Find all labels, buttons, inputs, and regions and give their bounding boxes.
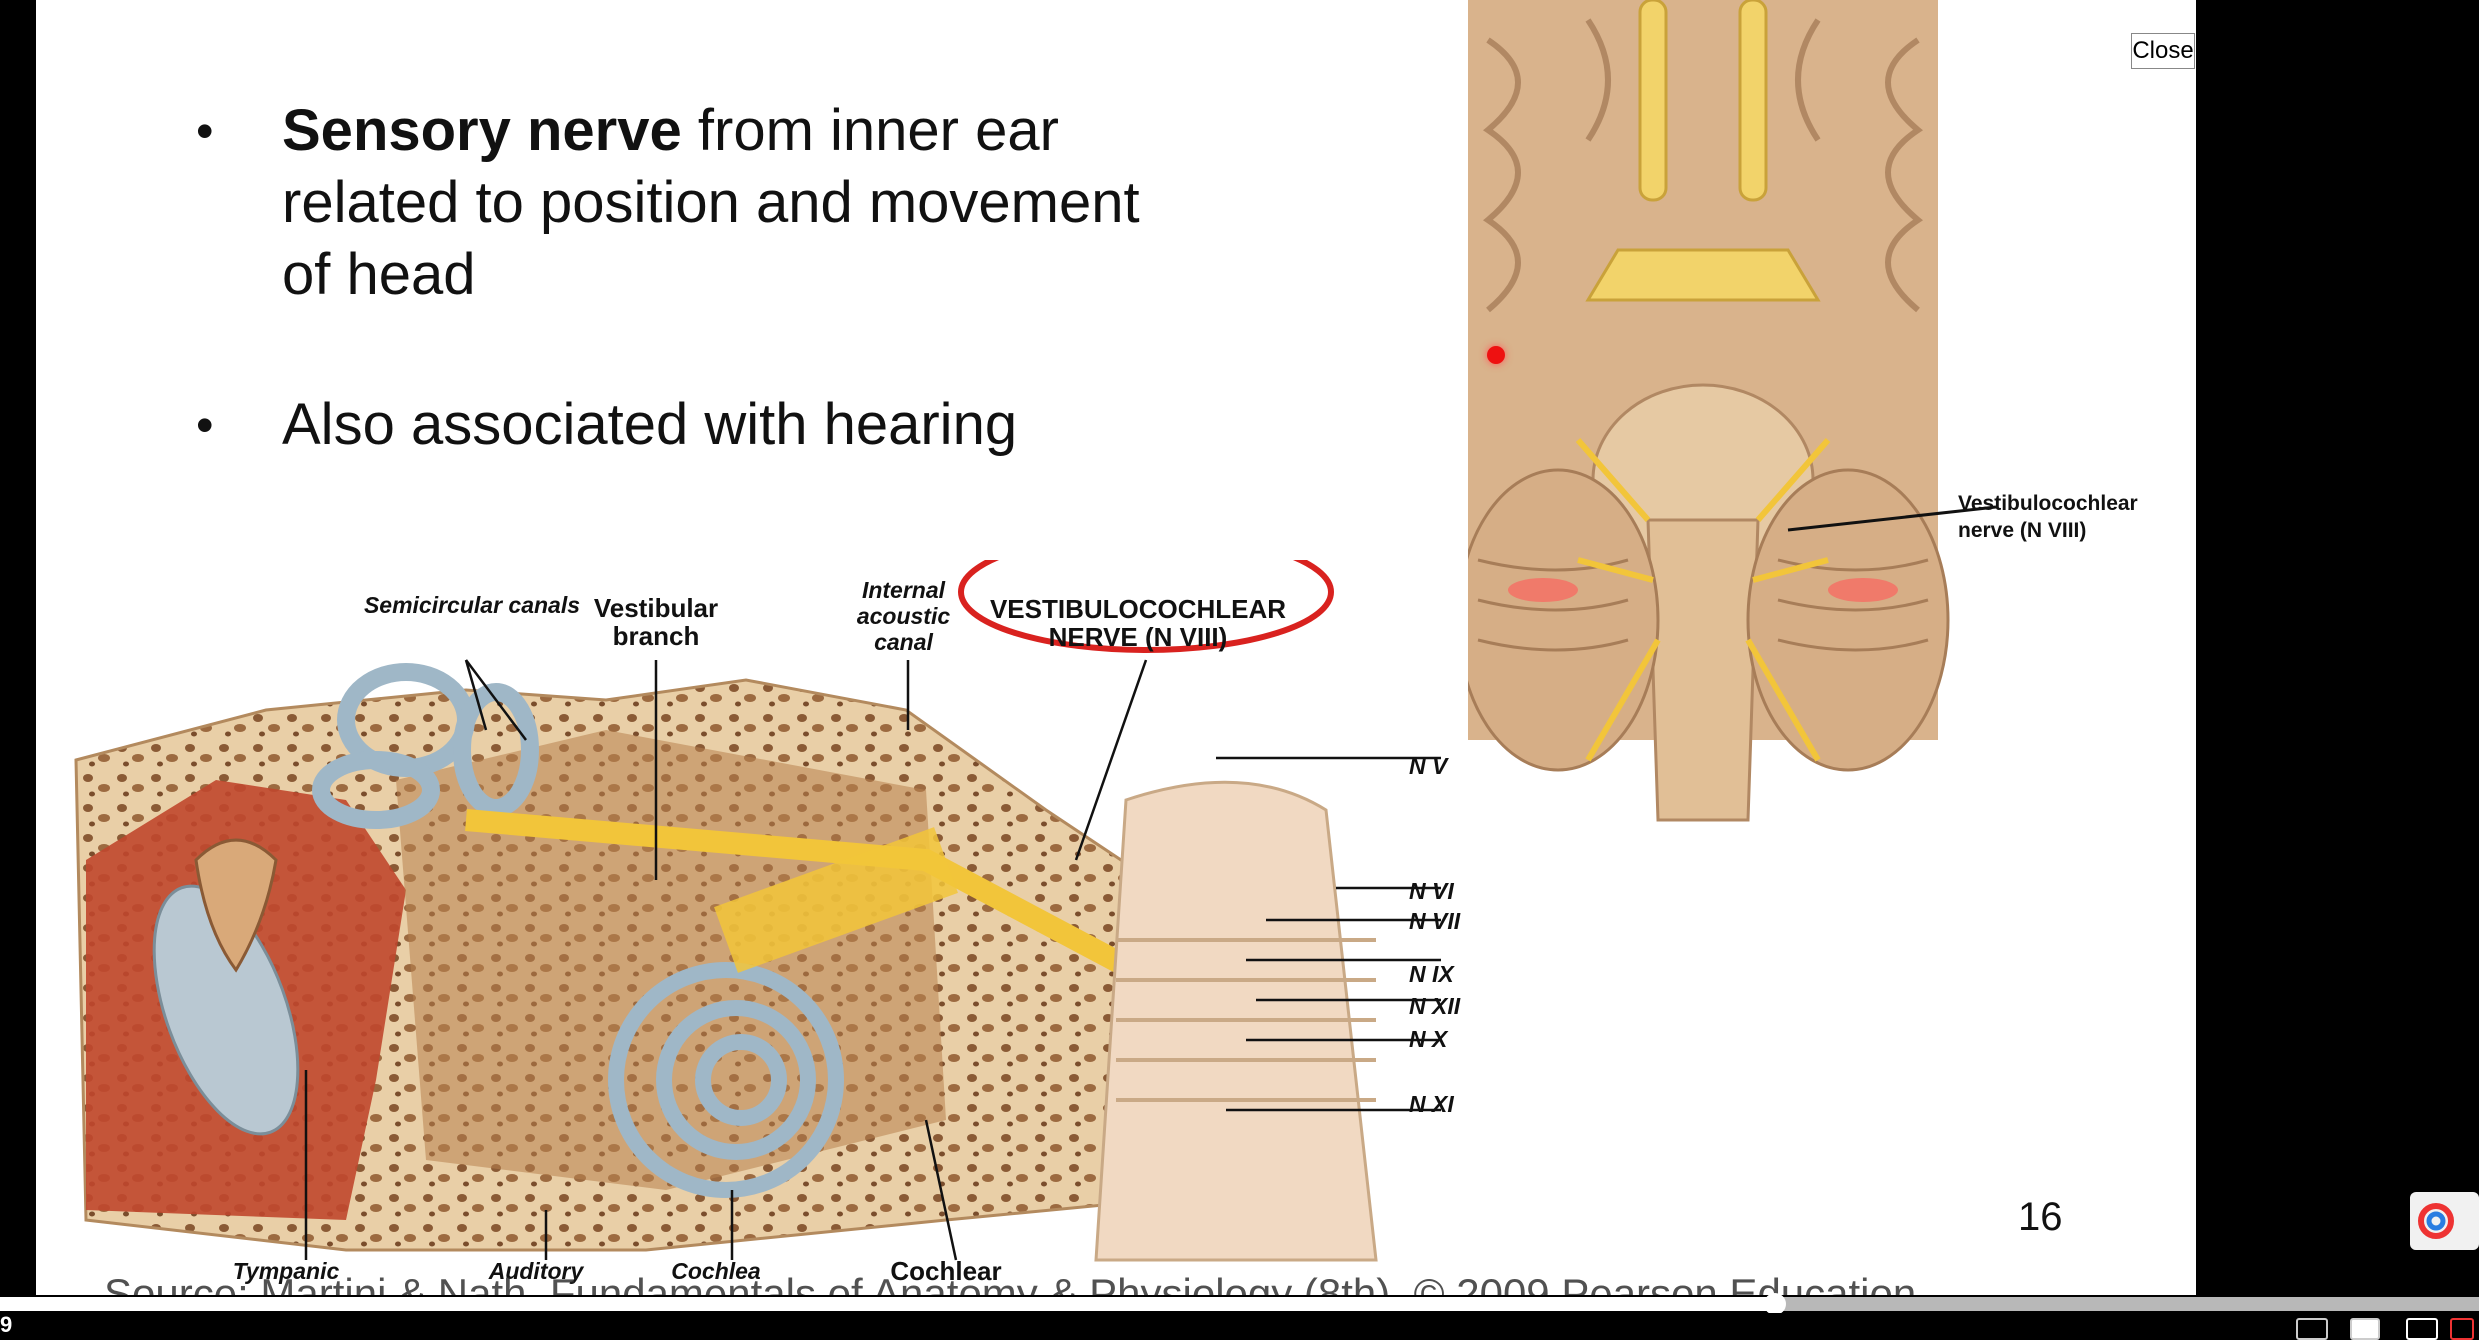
label-cochlear: Cochlear <box>890 1256 1002 1286</box>
label-vestibular-branch: Vestibular branch <box>593 593 719 651</box>
label-semicircular-canals: Semicircular canals <box>363 592 581 618</box>
captions-icon[interactable] <box>2296 1318 2328 1340</box>
bullet-item: • Also associated with hearing <box>164 389 1164 461</box>
label-n-vii: N VII <box>1409 908 1461 934</box>
fullscreen-icon[interactable] <box>2406 1318 2438 1340</box>
bullet-text: from inner ear related to position and m… <box>282 98 1140 307</box>
bullet-list: • Sensory nerve from inner ear related t… <box>164 95 1164 539</box>
bullet-text: Also associated with hearing <box>282 392 1018 457</box>
label-internal-acoustic-canal: Internal acoustic canal <box>856 577 951 655</box>
time-display: 9 <box>0 1312 13 1337</box>
player-controls-bar <box>0 1313 2479 1339</box>
label-tympanic: Tympanic <box>232 1258 340 1284</box>
label-n-xii: N XII <box>1409 993 1461 1019</box>
laser-pointer-dot <box>1487 346 1505 364</box>
slide: • Sensory nerve from inner ear related t… <box>36 0 2196 1295</box>
close-button[interactable]: Close <box>2131 33 2195 69</box>
page-number: 16 <box>2018 1195 2063 1239</box>
label-brain-vestibulocochlear: Vestibulocochlear nerve (N VIII) <box>1958 492 2138 542</box>
app-logo-icon[interactable] <box>2410 1192 2479 1250</box>
right-letterbox <box>2196 0 2479 1339</box>
progress-thumb[interactable] <box>1763 1293 1786 1315</box>
miniplayer-icon[interactable] <box>2350 1318 2380 1340</box>
brain-illustration <box>1468 0 1996 822</box>
label-auditory: Auditory <box>488 1258 584 1284</box>
settings-icon[interactable] <box>2450 1318 2474 1340</box>
label-n-xi: N XI <box>1409 1091 1454 1117</box>
label-cochlea: Cochlea <box>671 1258 761 1284</box>
bullet-bold-text: Sensory nerve <box>282 98 682 163</box>
bullet-dot: • <box>196 103 214 159</box>
bullet-item: • Sensory nerve from inner ear related t… <box>164 95 1164 311</box>
left-letterbox <box>0 0 36 1339</box>
bullet-dot: • <box>196 397 214 453</box>
progress-fill <box>0 1297 1775 1311</box>
ear-illustration <box>74 560 1441 1262</box>
source-caption: Source: Martini & Nath, Fundamentals of … <box>104 1270 1917 1295</box>
label-n-ix: N IX <box>1409 961 1454 987</box>
label-n-vi: N VI <box>1409 878 1454 904</box>
label-n-x: N X <box>1409 1026 1448 1052</box>
label-n-v: N V <box>1409 753 1448 779</box>
label-vestibulocochlear-highlight: VESTIBULOCOCHLEAR NERVE (N VIII) <box>989 594 1287 652</box>
